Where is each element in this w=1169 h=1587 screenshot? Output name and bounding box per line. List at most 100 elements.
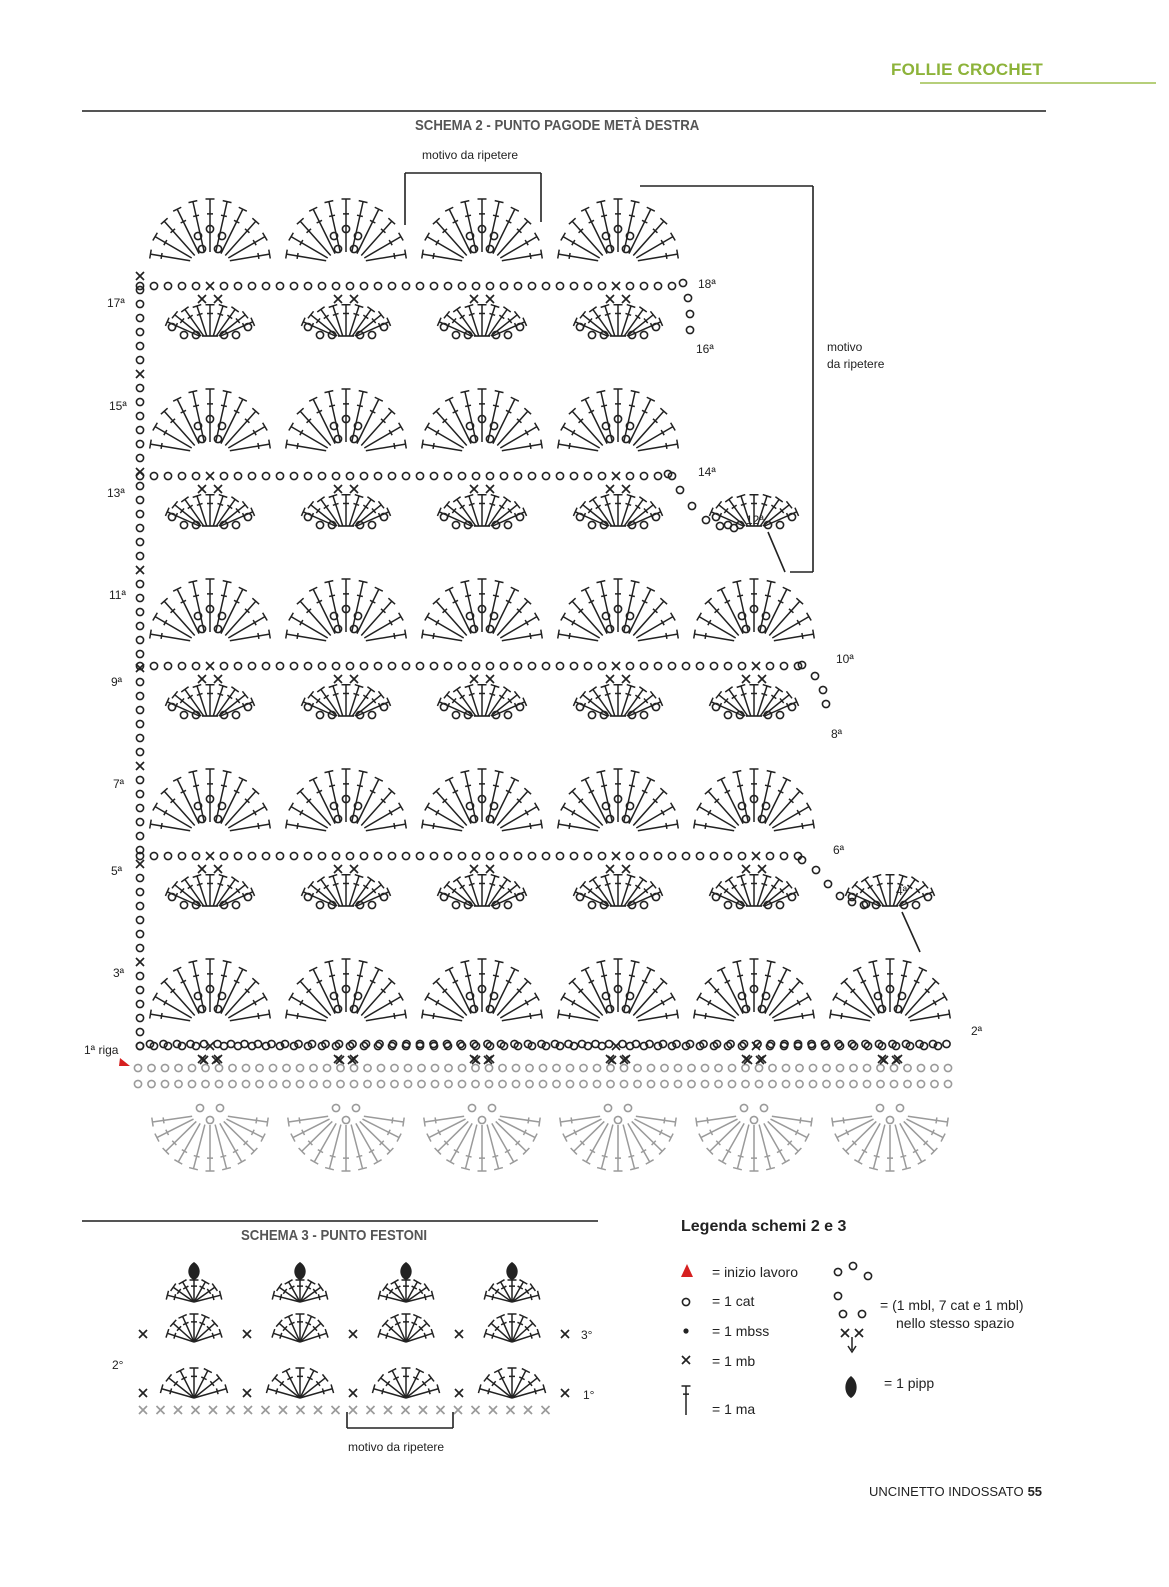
double-crochet <box>169 1283 195 1303</box>
chain-stitch <box>577 1039 587 1049</box>
chain-stitch <box>163 281 173 291</box>
chain-stitch <box>766 1039 776 1049</box>
chain-stitch <box>489 421 499 431</box>
chain-stitch <box>513 851 523 861</box>
single-crochet <box>891 1055 901 1065</box>
double-crochet <box>328 493 344 527</box>
chain-stitch <box>135 915 145 925</box>
double-crochet <box>363 992 404 1019</box>
double-crochet <box>160 217 196 257</box>
double-crochet <box>907 992 948 1019</box>
chain-stitch <box>605 434 615 444</box>
single-crochet <box>333 864 343 874</box>
double-crochet <box>215 876 240 907</box>
double-crochet <box>299 1279 316 1303</box>
chain-stitch <box>639 851 649 861</box>
chain-stitch <box>415 281 425 291</box>
chain-stitch <box>499 281 509 291</box>
double-crochet <box>180 496 205 527</box>
single-crochet <box>205 661 215 671</box>
single-crochet <box>260 1405 271 1415</box>
chain-stitch <box>538 1079 548 1089</box>
double-crochet <box>284 819 327 832</box>
single-crochet <box>400 1405 411 1415</box>
slip-stitch <box>683 1328 689 1334</box>
chain-stitch <box>367 330 377 340</box>
double-crochet <box>635 992 676 1019</box>
double-crochet <box>295 1279 305 1302</box>
chain-stitch <box>639 520 649 530</box>
chain-stitch <box>457 661 467 671</box>
single-crochet <box>138 1329 148 1339</box>
single-crochet <box>453 1405 463 1415</box>
chain-stitch <box>267 1039 276 1049</box>
chain-stitch <box>485 851 495 861</box>
double-crochet <box>696 612 737 639</box>
double-crochet <box>759 876 784 907</box>
chain-stitch <box>241 1079 251 1089</box>
double-crochet <box>354 310 385 337</box>
double-crochet <box>579 690 610 717</box>
single-crochet <box>854 1328 864 1338</box>
chain-stitch <box>379 702 389 712</box>
double-crochet <box>486 769 504 823</box>
double-crochet <box>432 977 468 1017</box>
double-crochet <box>724 496 749 527</box>
chain-stitch <box>469 1004 479 1014</box>
chain-stitch <box>345 661 355 671</box>
chain-stitch <box>587 330 597 340</box>
chain-stitch <box>899 900 909 910</box>
row-label-right: 14ª <box>698 465 716 479</box>
chain-stitch <box>787 512 797 522</box>
single-crochet <box>155 1405 166 1415</box>
chain-stitch <box>861 899 871 909</box>
double-crochet <box>759 496 784 527</box>
chain-stitch <box>583 471 593 481</box>
double-crochet <box>556 819 599 832</box>
chain-stitch <box>193 231 203 241</box>
chain-stitch <box>735 710 745 720</box>
double-crochet <box>229 629 272 642</box>
double-crochet <box>632 597 668 637</box>
double-crochet <box>613 494 623 526</box>
double-crochet <box>324 769 342 823</box>
chain-stitch <box>930 1079 939 1089</box>
chain-stitch <box>463 330 473 340</box>
chain-stitch <box>489 991 499 1001</box>
double-crochet <box>637 249 680 262</box>
chain-stitch <box>810 671 820 681</box>
chain-stitch <box>135 747 145 757</box>
single-crochet <box>605 674 615 684</box>
chain-stitch <box>282 1079 291 1089</box>
double-crochet <box>622 769 640 823</box>
double-crochet <box>596 959 614 1013</box>
double-crochet <box>580 396 608 444</box>
chain-stitch <box>555 1041 565 1051</box>
single-crochet <box>197 484 207 494</box>
double-crochet <box>360 787 396 827</box>
chain-stitch <box>569 661 579 671</box>
chain-stitch <box>179 710 189 720</box>
double-crochet <box>736 493 752 527</box>
chain-stitch <box>621 624 631 634</box>
double-crochet <box>635 802 676 829</box>
chain-stitch <box>149 471 159 481</box>
double-crochet <box>632 977 668 1017</box>
double-crochet <box>632 217 668 257</box>
double-crochet <box>623 306 648 337</box>
chain-stitch <box>525 1063 534 1073</box>
chain-stitch <box>681 661 691 671</box>
chain-stitch <box>177 661 187 671</box>
double-crochet <box>635 1115 677 1127</box>
chain-stitch <box>874 1039 884 1049</box>
chain-stitch <box>781 1079 791 1089</box>
chain-stitch <box>135 873 145 883</box>
double-crochet <box>596 579 614 633</box>
double-crochet <box>768 597 804 637</box>
schema3-row-label: 2° <box>112 1358 124 1372</box>
double-crochet <box>635 612 676 639</box>
double-crochet <box>632 407 668 447</box>
chain-stitch <box>197 434 207 444</box>
double-crochet <box>424 612 465 639</box>
double-crochet <box>832 992 873 1019</box>
